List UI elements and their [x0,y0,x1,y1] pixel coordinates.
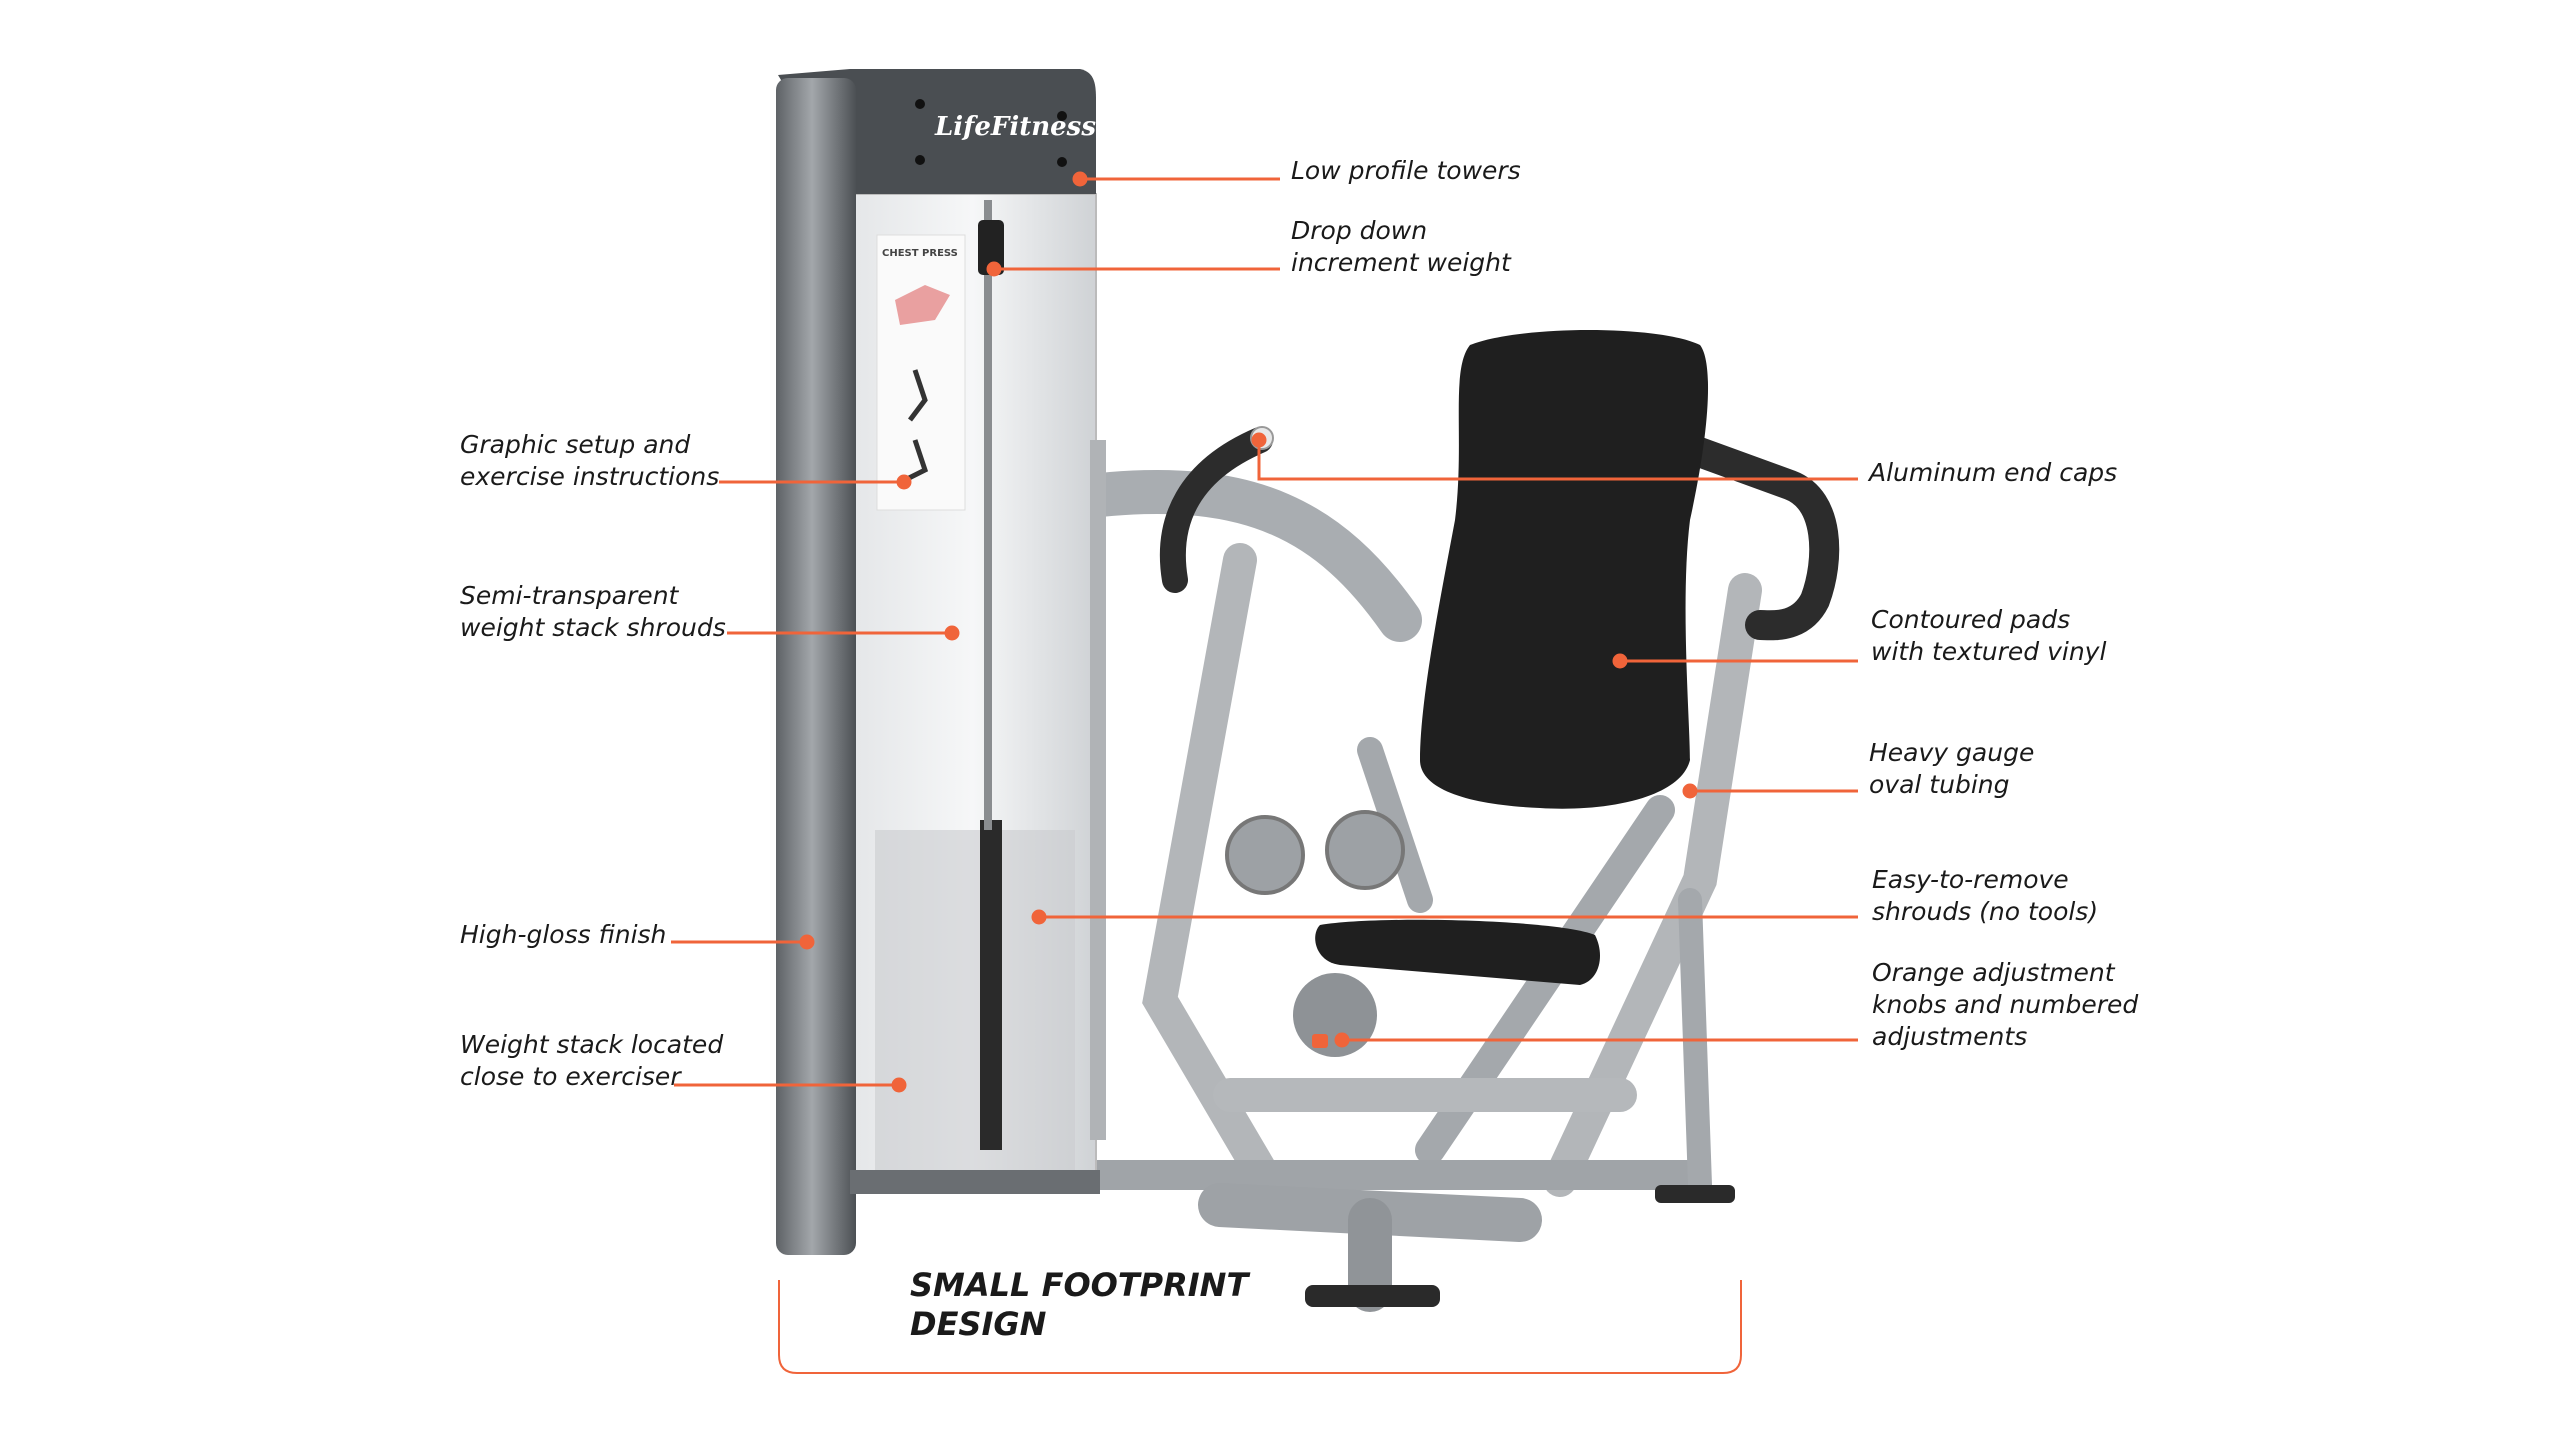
seat-pad [1315,919,1600,985]
callout-drop-down-weight: Drop down increment weight [1291,215,1511,279]
foot-pad [1655,1185,1735,1203]
callout-dot [891,1077,907,1093]
tower-header [778,69,1096,194]
callout-dot [1682,783,1698,799]
callout-dot [1251,432,1267,448]
callout-text: Semi-transparent [460,581,679,610]
callout-dot [799,934,815,950]
instruction-placard [876,234,966,511]
callout-text: with textured vinyl [1871,637,2107,666]
callout-text: Easy-to-remove [1872,865,2069,894]
callout-text: shrouds (no tools) [1872,897,2099,926]
callout-text: Heavy gauge [1869,738,2035,767]
heading-line: DESIGN [910,1305,1047,1343]
callout-text: exercise instructions [460,462,720,491]
callout-text: Orange adjustment [1872,958,2115,987]
muscle-diagram [895,285,950,325]
callout-text: close to exerciser [460,1062,681,1091]
right-handle [1665,430,1840,641]
callout-text: Aluminum end caps [1869,458,2118,487]
selector-rod [980,820,1002,1150]
callout-weight-stack: Weight stack located close to exerciser [460,1029,723,1093]
heading-line: SMALL FOOTPRINT [910,1266,1249,1304]
left-handle [1159,427,1273,593]
callout-aluminum-end-caps: Aluminum end caps [1869,457,2117,489]
callout-text: High-gloss finish [460,920,667,949]
callout-graphic-setup: Graphic setup and exercise instructions [460,429,719,493]
adjustment-hub [1293,973,1377,1057]
callout-text: knobs and numbered [1872,990,2139,1019]
callout-dot [1612,653,1628,669]
callout-dot [896,474,912,490]
weight-tower: CHEST PRESS LifeFitness [776,69,1106,1255]
pulley [1225,815,1305,895]
callout-text: Drop down [1291,216,1428,245]
leader-end-caps [1257,440,1858,481]
callout-contoured-pads: Contoured pads with textured vinyl [1871,604,2106,668]
callout-orange-knobs: Orange adjustment knobs and numbered adjus… [1872,957,2138,1053]
callout-text: Contoured pads [1871,605,2071,634]
callout-high-gloss: High-gloss finish [460,919,666,951]
callout-dot [1334,1032,1350,1048]
weight-stack [875,830,1075,1175]
callout-dot [1072,171,1088,187]
callout-dot [1031,909,1047,925]
callout-text: Weight stack located [460,1030,724,1059]
callout-text: adjustments [1872,1022,2028,1051]
exercise-figure [903,439,929,483]
orange-adjustment-knob [1312,1034,1328,1048]
callout-easy-remove-shrouds: Easy-to-remove shrouds (no tools) [1872,864,2098,928]
life-fitness-logo: LifeFitness [934,112,1096,142]
callout-dot [986,261,1002,277]
placard-title: CHEST PRESS [882,248,958,259]
callout-leaders [671,171,1858,1093]
callout-low-profile-towers: Low profile towers [1291,155,1521,187]
foot-pad [1305,1285,1440,1307]
callout-text: Low profile towers [1291,156,1521,185]
back-pad [1420,330,1709,809]
tower-column [776,78,856,1255]
footprint-bracket [778,1280,1742,1374]
callout-oval-tubing: Heavy gauge oval tubing [1869,737,2034,801]
callout-semi-transparent-shrouds: Semi-transparent weight stack shrouds [460,580,726,644]
callout-text: oval tubing [1869,770,2010,799]
callout-text: weight stack shrouds [460,613,726,642]
callout-text: increment weight [1291,248,1511,277]
pulley [1325,810,1405,890]
callout-dot [944,625,960,641]
setup-figure [908,369,928,422]
callout-text: Graphic setup and [460,430,691,459]
drop-down-increment-weight [978,220,1004,275]
